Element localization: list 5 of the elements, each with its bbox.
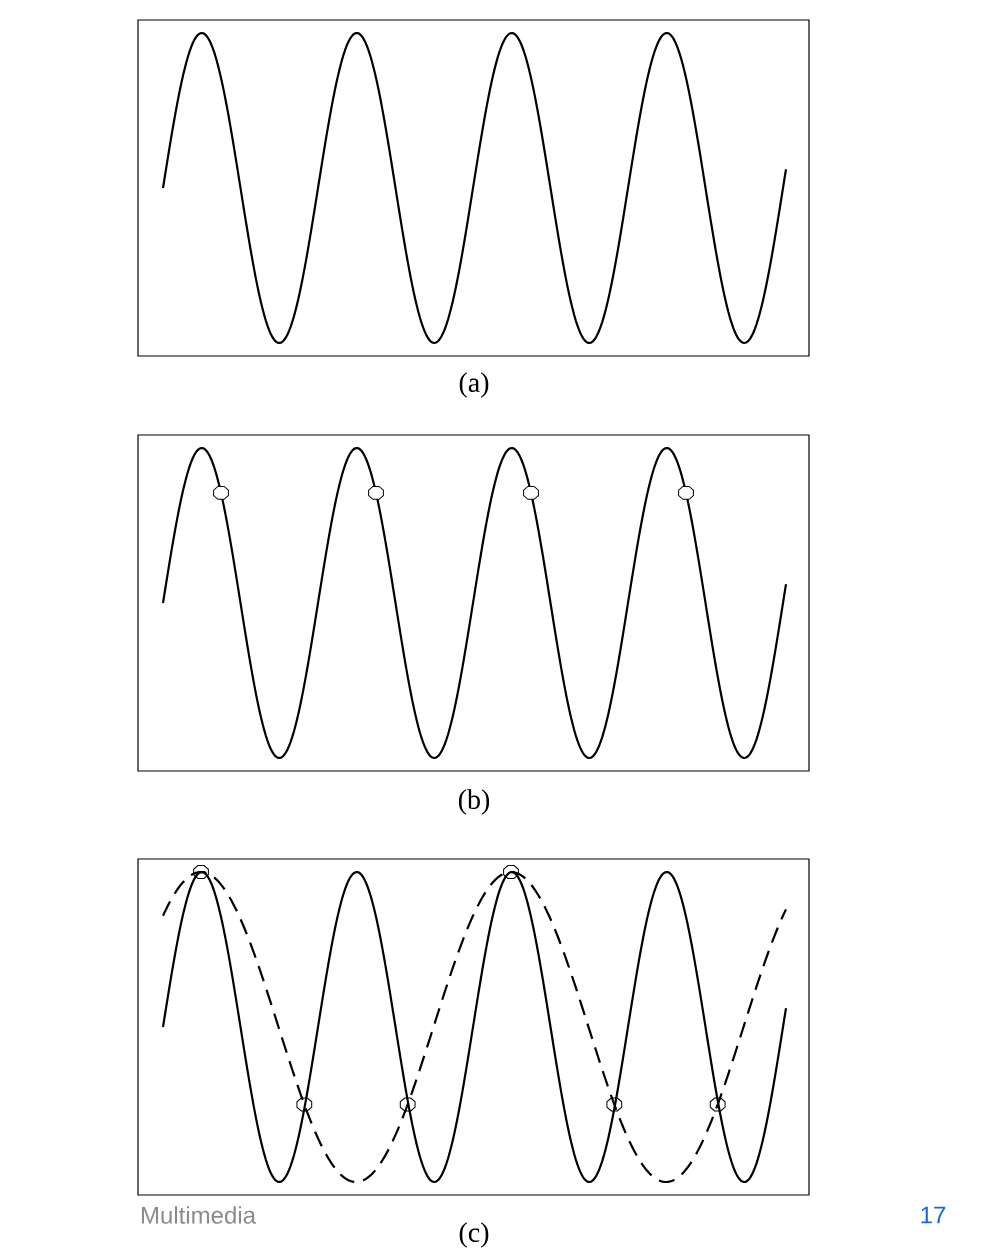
footer-text: Multimedia (141, 1206, 256, 1224)
panel-caption: (c) (459, 1222, 489, 1248)
panel-caption: (a) (459, 372, 489, 398)
page-number: 17 (921, 1206, 946, 1224)
panel-caption: (b) (458, 789, 490, 815)
